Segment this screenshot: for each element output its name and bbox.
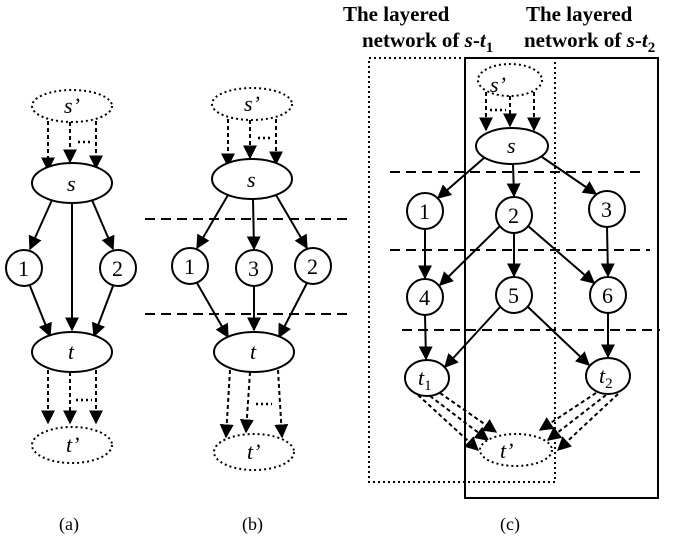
node-1-label-c: 1	[419, 199, 430, 224]
box2-title-line2: network of s-t2	[524, 28, 655, 56]
super-source-label-a: s’	[64, 93, 80, 118]
caption-c: (c)	[500, 514, 520, 535]
source-label-c: s	[507, 133, 516, 158]
box1-title-line1: The layered	[343, 2, 450, 26]
super-sink-label-c: t’	[500, 438, 513, 463]
super-source-label-c: s’	[490, 72, 506, 97]
edge-s-3-b	[246, 198, 261, 251]
sink-t1-label-c: t1	[418, 365, 432, 394]
super-sink-label-a: t’	[66, 432, 79, 457]
sink-label-b: t	[250, 339, 257, 364]
node-1-a	[5, 249, 43, 287]
edge-2-6-c	[527, 225, 596, 284]
source-node-b	[211, 158, 293, 200]
node-1-label-b: 1	[184, 254, 195, 279]
edge-5-t1-c	[444, 306, 501, 369]
edge-t-tprime-b-2	[239, 371, 254, 434]
edge-t1-tprime-c-2	[429, 395, 490, 441]
source-label-b: s	[247, 167, 256, 192]
super-sink-label-b: t’	[247, 439, 260, 464]
box-layered-network-s-t2	[464, 57, 659, 499]
edge-1-t-b	[196, 282, 229, 339]
caption-b: (b)	[242, 514, 263, 535]
box1-title-line2: network of s-t1	[362, 28, 493, 56]
super-source-label-b: s’	[244, 91, 260, 116]
source-node-c	[475, 127, 549, 165]
edge-2-4-c	[439, 225, 501, 286]
edge-s-2-c	[506, 163, 521, 198]
node-2-label-b: 2	[307, 254, 318, 279]
edge-s-1-a	[28, 199, 53, 251]
node-1-b	[171, 247, 209, 285]
super-sink-node-a	[31, 426, 113, 464]
source-label-a: s	[67, 171, 76, 196]
node-2-a	[99, 249, 137, 287]
edge-s-3-c	[541, 156, 598, 195]
node-2-b	[294, 247, 332, 285]
sink-label-a: t	[68, 339, 75, 364]
edge-t-tprime-b-3	[274, 369, 289, 439]
edge-t2-tprime-c-2	[546, 394, 607, 441]
super-sink-node-b	[213, 433, 295, 471]
edge-s-2-a	[91, 199, 115, 251]
super-source-node-a	[31, 89, 113, 123]
edge-t2-tprime-c-3	[556, 393, 619, 451]
super-source-node-c	[477, 63, 543, 97]
edge-s-1-c	[436, 157, 485, 199]
node-6-label-c: 6	[602, 283, 613, 308]
edge-t2-tprime-c-1	[538, 392, 597, 431]
panel-a: s’ s 1 2 t t’ (a)	[5, 89, 137, 535]
super-sink-node-c	[479, 433, 553, 467]
edge-1-t-a	[29, 285, 52, 338]
sink-t2-label-c: t2	[599, 363, 613, 392]
edge-s-1-b	[196, 194, 229, 250]
edge-2-t-b	[278, 282, 308, 339]
edge-s-2-b	[275, 194, 308, 250]
node-1-label-a: 1	[18, 256, 29, 281]
sink-node-b	[213, 331, 295, 373]
sink-node-a	[31, 331, 113, 373]
node-3-label-b: 3	[248, 256, 259, 281]
box2-title-line1: The layered	[526, 2, 633, 26]
node-2-label-c: 2	[508, 203, 519, 228]
panel-b: s’ s 1 3 2 t t’ (b)	[145, 87, 350, 535]
panel-c: The layered network of s-t1 The layered …	[343, 2, 660, 535]
edge-t1-tprime-c-3	[439, 392, 498, 433]
node-2-label-a: 2	[112, 256, 123, 281]
node-4-label-c: 4	[419, 285, 430, 310]
edge-5-t2-c	[527, 306, 591, 366]
edge-2-t-a	[91, 285, 114, 338]
edge-4-t1-c	[418, 314, 433, 361]
caption-a: (a)	[59, 514, 79, 535]
node-5-label-c: 5	[508, 283, 519, 308]
edge-t-tprime-b-1	[219, 369, 234, 439]
edge-3-6-c	[600, 226, 615, 278]
edge-t1-tprime-c-1	[417, 394, 480, 451]
box-layered-network-s-t1	[368, 57, 556, 483]
node-3-label-c: 3	[601, 197, 612, 222]
super-source-node-b	[211, 87, 293, 121]
